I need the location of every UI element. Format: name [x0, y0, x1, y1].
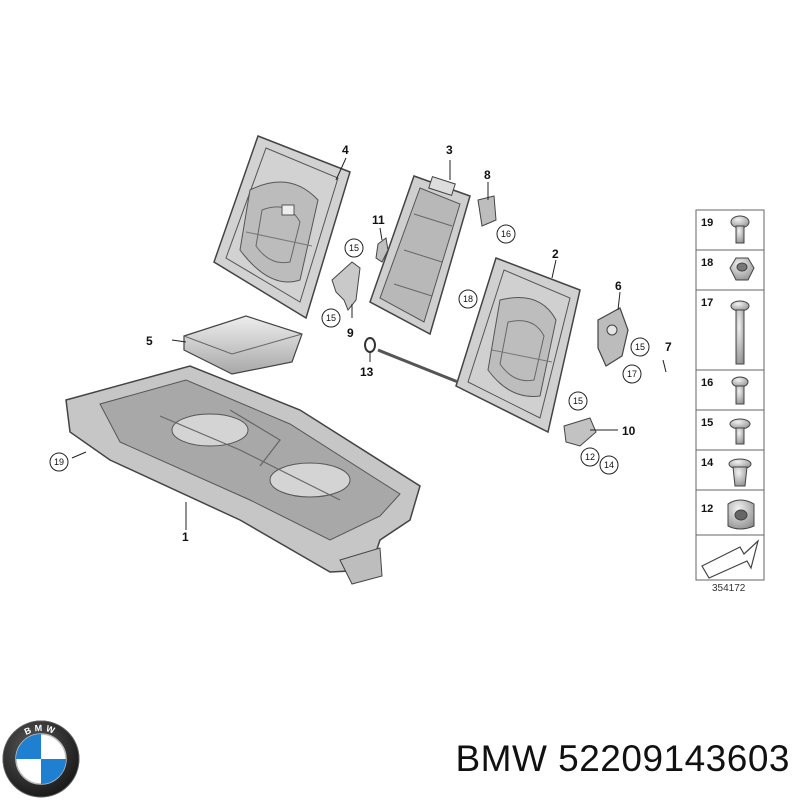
bracket-10 [563, 417, 597, 447]
callout-3: 3 [446, 143, 453, 157]
callout-14: 14 [604, 460, 614, 470]
circled-callout-labels: 15 15 16 18 15 17 15 12 14 19 [54, 229, 645, 470]
clip-nut-icon [728, 458, 752, 487]
legend-labels: 19 18 17 16 15 14 12 [701, 217, 714, 515]
backrest-frame-left [213, 135, 351, 320]
callout-15-d: 15 [573, 396, 583, 406]
legend-17: 17 [701, 297, 713, 309]
hinge-part-8 [477, 195, 497, 227]
callout-7: 7 [665, 340, 672, 354]
fastener-legend [695, 209, 765, 581]
seat-pad-5 [183, 315, 303, 375]
direction-arrow-icon [701, 539, 760, 579]
callout-15-c: 15 [635, 342, 645, 352]
callout-8: 8 [484, 168, 491, 182]
callout-10: 10 [622, 424, 636, 438]
legend-19: 19 [701, 217, 713, 229]
hinge-bracket-left [331, 261, 361, 311]
svg-text:BMW: BMW [23, 723, 59, 737]
legend-15: 15 [701, 417, 713, 429]
part-number-label: BMW 52209143603 [455, 738, 790, 779]
reference-number: 354172 [712, 583, 746, 594]
callout-15-b: 15 [326, 313, 336, 323]
callout-2: 2 [552, 247, 559, 261]
small-bracket-11 [375, 237, 389, 263]
bmw-logo-text: BMW [23, 723, 56, 737]
callout-15-a: 15 [349, 243, 359, 253]
legend-14: 14 [701, 457, 714, 469]
backrest-lock [597, 307, 629, 367]
flange-screw-icon [729, 418, 751, 445]
callout-16: 16 [501, 229, 511, 239]
bolt-icon [730, 215, 750, 244]
leader-lines [71, 157, 667, 530]
callout-19: 19 [54, 457, 64, 467]
long-screw-icon [730, 300, 750, 365]
callout-1: 1 [182, 530, 189, 544]
legend-18: 18 [701, 257, 713, 269]
callout-numbers: 1 2 3 4 5 6 7 8 9 10 11 13 [146, 143, 672, 544]
callout-9: 9 [347, 326, 354, 340]
release-rod [364, 337, 459, 384]
spring-nut-icon [727, 499, 755, 530]
backrest-frame-center [369, 175, 471, 336]
bmw-logo: BMW [2, 720, 80, 798]
callout-13: 13 [360, 365, 374, 379]
circled-callouts [49, 224, 650, 475]
callout-12: 12 [585, 452, 595, 462]
callout-6: 6 [615, 279, 622, 293]
callout-5: 5 [146, 334, 153, 348]
short-screw-icon [731, 376, 749, 405]
seat-base-frame [65, 365, 421, 585]
legend-12: 12 [701, 503, 713, 515]
hex-nut-icon [729, 257, 755, 281]
callout-4: 4 [342, 143, 349, 157]
legend-16: 16 [701, 377, 713, 389]
backrest-frame-right [455, 257, 581, 434]
callout-18: 18 [463, 294, 473, 304]
callout-11: 11 [372, 213, 385, 227]
callout-17: 17 [627, 369, 637, 379]
